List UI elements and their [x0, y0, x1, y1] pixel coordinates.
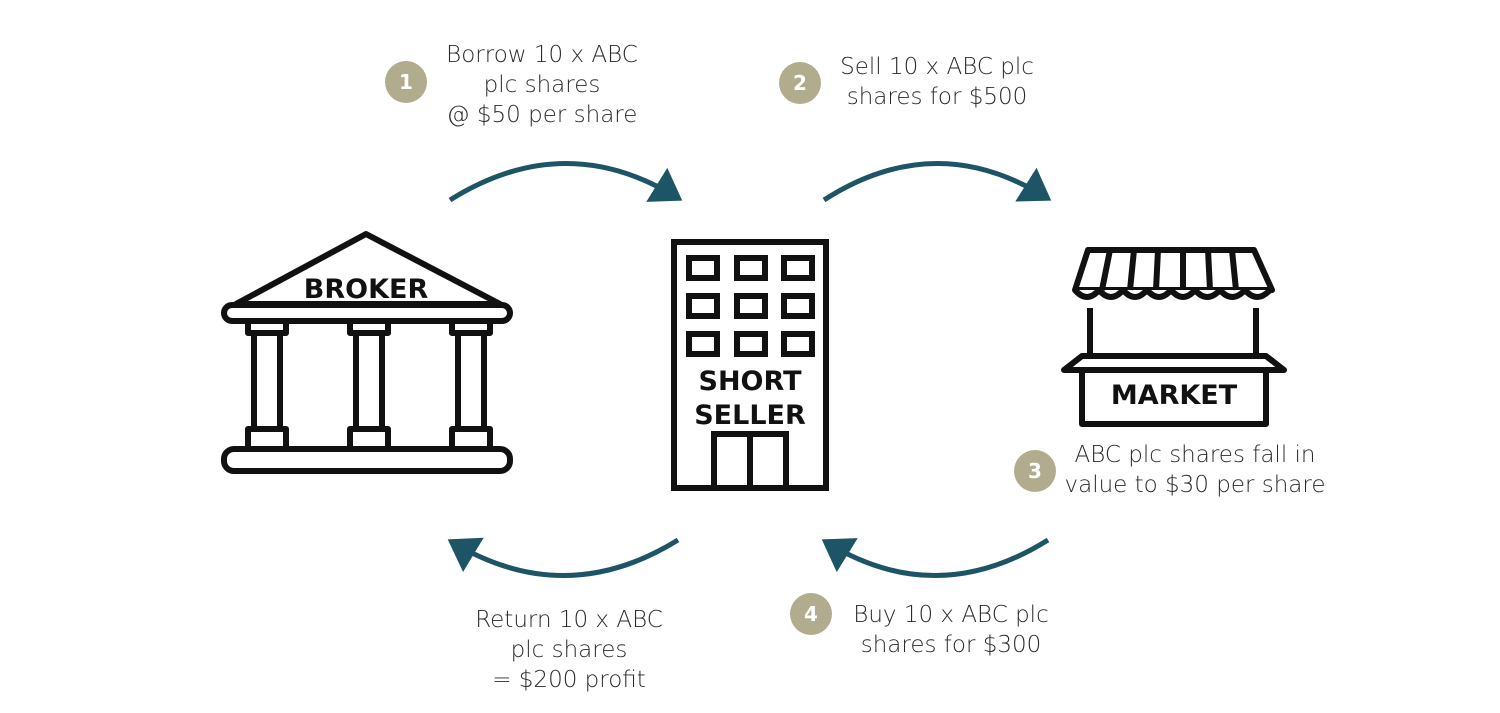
- bank-building-icon: [221, 231, 513, 474]
- arrow-short-seller-to-broker: [447, 537, 680, 578]
- step-3-caption: ABC plc shares fall in value to $30 per …: [1064, 442, 1326, 498]
- market-stall-icon: [1061, 247, 1287, 427]
- broker-label: BROKER: [304, 274, 429, 305]
- step-1-caption: Borrow 10 x ABC plc shares @ $50 per sha…: [446, 42, 638, 128]
- office-building-icon: [671, 239, 829, 491]
- arrow-market-to-short-seller: [821, 537, 1050, 578]
- arrow-broker-to-short-seller: [448, 161, 683, 203]
- step-3-badge: 3: [1014, 450, 1056, 492]
- result-caption: Return 10 x ABC plc shares = $200 profit: [475, 607, 663, 693]
- arrow-short-seller-to-market: [822, 161, 1052, 203]
- market-label: MARKET: [1111, 380, 1238, 411]
- short-seller-label-line1: SHORT: [699, 366, 803, 397]
- step-1-badge: 1: [385, 61, 427, 103]
- short-seller-label-line2: SELLER: [694, 400, 806, 431]
- step-4-caption: Buy 10 x ABC plc shares for $300: [853, 602, 1049, 658]
- step-4-badge: 4: [790, 593, 832, 635]
- step-2-badge: 2: [779, 62, 821, 104]
- step-2-caption: Sell 10 x ABC plc shares for $500: [840, 54, 1034, 110]
